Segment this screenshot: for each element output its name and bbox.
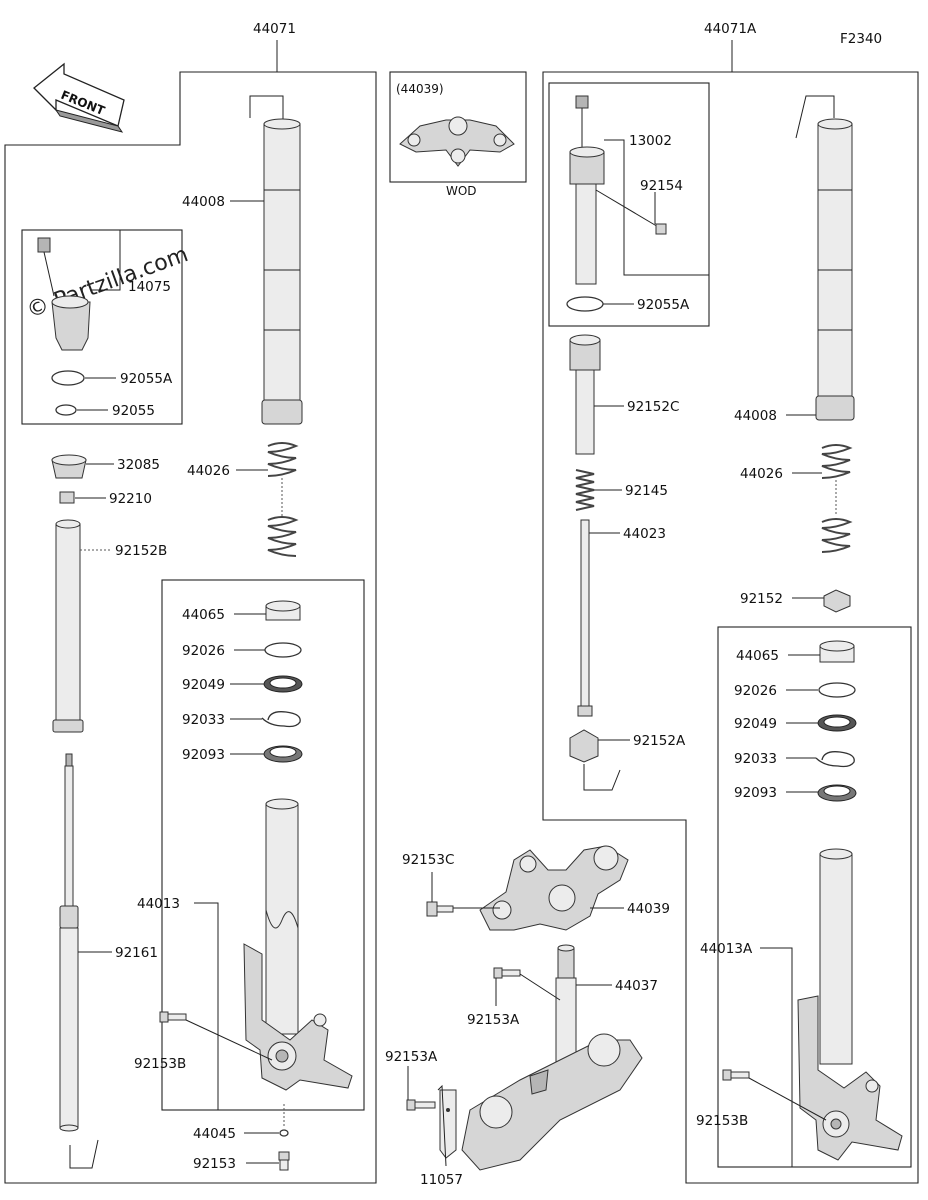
- nut-92152A: [569, 729, 599, 763]
- oil-seal-92049-right: [817, 714, 857, 732]
- spring-92145: [575, 469, 595, 511]
- rod-44023: [577, 519, 593, 717]
- nut-92152: [823, 589, 851, 613]
- screw-92154: [595, 189, 667, 235]
- bolt-92153A-lower: [406, 1099, 436, 1111]
- assembly-label-left[interactable]: 44071: [253, 21, 296, 37]
- label-44065-left[interactable]: 44065: [182, 607, 225, 623]
- label-92153C[interactable]: 92153C: [402, 852, 454, 868]
- washer-92026-left: [264, 642, 302, 658]
- left-seal-inset-frame: [161, 579, 365, 1111]
- right-seal-inset-frame: [717, 626, 912, 1168]
- label-44045[interactable]: 44045: [193, 1126, 236, 1142]
- label-92033-right[interactable]: 92033: [734, 751, 777, 767]
- left-cap-inset-frame: [21, 229, 183, 425]
- right-assembly-frame: [542, 71, 919, 1184]
- inset-label-44039[interactable]: (44039): [396, 82, 444, 96]
- bracket-11057: [439, 1089, 457, 1159]
- label-92026-left[interactable]: 92026: [182, 643, 225, 659]
- bolt-92153: [278, 1151, 290, 1171]
- bolt-92153A-upper: [493, 967, 521, 979]
- bolt-92153B-left: [159, 1011, 187, 1023]
- label-44008-left[interactable]: 44008: [182, 194, 225, 210]
- label-92093-right[interactable]: 92093: [734, 785, 777, 801]
- label-92153B-right[interactable]: 92153B: [696, 1113, 748, 1129]
- pipe-92152B: [52, 519, 84, 733]
- label-92026-right[interactable]: 92026: [734, 683, 777, 699]
- top-clamp-small-icon: [399, 116, 515, 167]
- label-92055[interactable]: 92055: [112, 403, 155, 419]
- inner-tube-44013-left: [243, 798, 353, 1091]
- label-92055A-right[interactable]: 92055A: [637, 297, 690, 313]
- label-92153A-center-2[interactable]: 92153A: [385, 1049, 438, 1065]
- label-92152A[interactable]: 92152A: [633, 733, 686, 749]
- label-92152B[interactable]: 92152B: [115, 543, 167, 559]
- spring-44026-right: [821, 444, 853, 553]
- oring-92055: [55, 404, 77, 416]
- oring-92055A-right: [566, 296, 604, 312]
- pipe-92152C: [569, 334, 601, 455]
- label-44013A[interactable]: 44013A: [700, 941, 753, 957]
- label-92153[interactable]: 92153: [193, 1156, 236, 1172]
- label-92154[interactable]: 92154: [640, 178, 683, 194]
- assembly-label-right[interactable]: 44071A: [704, 21, 757, 37]
- spring-guide-32085: [51, 454, 87, 479]
- damper-rod-92161: [59, 753, 79, 1132]
- fork-cap-14075: [37, 237, 91, 351]
- bolt-92153B-right: [722, 1069, 750, 1081]
- right-cap-inset-frame: [548, 82, 710, 327]
- label-92153A-center-1[interactable]: 92153A: [467, 1012, 520, 1028]
- dust-seal-92093-right: [817, 784, 857, 802]
- upper-clamp-44039: [479, 845, 629, 931]
- circlip-92033-right: [815, 751, 855, 768]
- label-44065-right[interactable]: 44065: [736, 648, 779, 664]
- label-92210[interactable]: 92210: [109, 491, 152, 507]
- oring-92055A-left: [51, 370, 85, 386]
- label-14075[interactable]: 14075: [128, 279, 171, 295]
- label-92049-left[interactable]: 92049: [182, 677, 225, 693]
- label-44026-right[interactable]: 44026: [740, 466, 783, 482]
- label-92145[interactable]: 92145: [625, 483, 668, 499]
- label-92161[interactable]: 92161: [115, 945, 158, 961]
- label-44023[interactable]: 44023: [623, 526, 666, 542]
- inset-note-wod: WOD: [446, 184, 477, 198]
- top-clamp-inset-frame: [389, 71, 527, 183]
- label-92049-right[interactable]: 92049: [734, 716, 777, 732]
- label-32085[interactable]: 32085: [117, 457, 160, 473]
- label-44037[interactable]: 44037: [615, 978, 658, 994]
- outer-tube-44008-left: [249, 95, 303, 425]
- diagram-code: F2340: [840, 31, 882, 47]
- outer-tube-44008-right: [795, 95, 855, 421]
- label-92033-left[interactable]: 92033: [182, 712, 225, 728]
- label-92153B-left[interactable]: 92153B: [134, 1056, 186, 1072]
- label-44026-left[interactable]: 44026: [187, 463, 230, 479]
- label-44008-right[interactable]: 44008: [734, 408, 777, 424]
- label-92093-left[interactable]: 92093: [182, 747, 225, 763]
- label-92152[interactable]: 92152: [740, 591, 783, 607]
- left-assembly-frame: [4, 71, 377, 1184]
- washer-44045: [279, 1129, 289, 1137]
- circlip-92033-left: [261, 711, 301, 728]
- nut-92210: [59, 491, 75, 504]
- label-11057[interactable]: 11057: [420, 1172, 463, 1188]
- label-13002[interactable]: 13002: [629, 133, 672, 149]
- label-92152C[interactable]: 92152C: [627, 399, 679, 415]
- steering-stem-44037: [461, 944, 643, 1171]
- label-92055A-left[interactable]: 92055A: [120, 371, 173, 387]
- dust-seal-92093-left: [263, 745, 303, 763]
- label-44039-center[interactable]: 44039: [627, 901, 670, 917]
- fork-cap-13002: [569, 95, 605, 285]
- label-44013-left[interactable]: 44013: [137, 896, 180, 912]
- washer-92026-right: [818, 682, 856, 698]
- front-arrow-icon: FRONT: [33, 62, 125, 133]
- bushing-44065-right: [819, 640, 855, 663]
- bolt-92153C: [426, 901, 454, 917]
- spring-44026-left: [267, 442, 299, 557]
- bushing-44065-left: [265, 600, 301, 621]
- oil-seal-92049-left: [263, 675, 303, 693]
